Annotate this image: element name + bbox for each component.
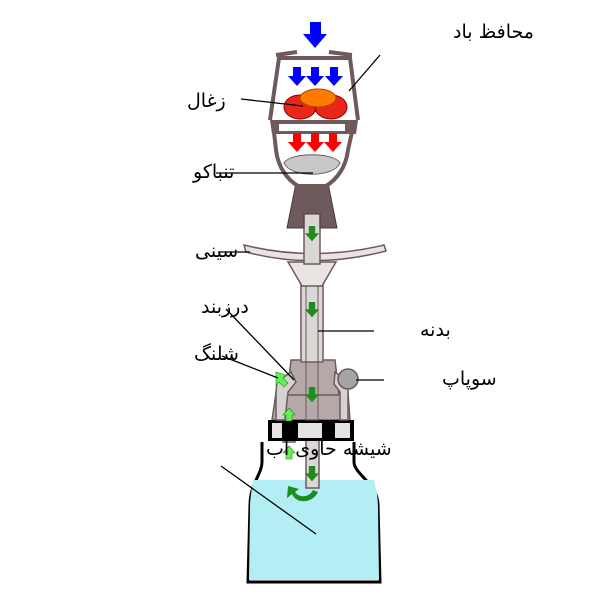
label-body: بدنه — [420, 319, 451, 341]
leader-charcoal — [240, 98, 304, 107]
bubble-arrow — [287, 486, 318, 502]
leader-grommet — [225, 308, 295, 381]
air-arrow-top — [303, 22, 327, 48]
air-arrow — [306, 67, 324, 86]
valve-ball — [337, 368, 359, 390]
water — [249, 480, 379, 580]
hose-up-arrow — [282, 407, 296, 422]
tray-funnel — [286, 261, 338, 287]
label-wind-cover: محافظ باد — [453, 21, 534, 43]
label-grommet: درزبند — [201, 296, 249, 318]
label-charcoal: زغال — [187, 90, 226, 112]
label-hose: شلنگ — [194, 343, 239, 365]
leader-wind-cover — [348, 54, 381, 92]
wind-cover-cap — [275, 50, 353, 57]
wind-cover — [268, 56, 360, 121]
water-jar — [246, 442, 382, 584]
charcoal-top — [299, 88, 337, 108]
tobacco-mound — [283, 154, 341, 175]
hose-up-arrow — [275, 371, 289, 388]
air-arrow — [325, 67, 343, 86]
body-stem — [300, 284, 324, 363]
hose-up-arrow — [282, 445, 296, 460]
label-water-jar: شیشه حاوی آب — [266, 436, 392, 460]
bowl-base — [286, 182, 338, 229]
leader-hose — [221, 355, 279, 379]
label-tobacco: تنباکو — [192, 161, 234, 183]
air-arrow — [288, 67, 306, 86]
tray — [242, 243, 387, 262]
label-tray: سینی — [195, 240, 238, 262]
leader-water-jar — [220, 465, 317, 535]
label-valve: سوپاپ — [442, 368, 497, 390]
